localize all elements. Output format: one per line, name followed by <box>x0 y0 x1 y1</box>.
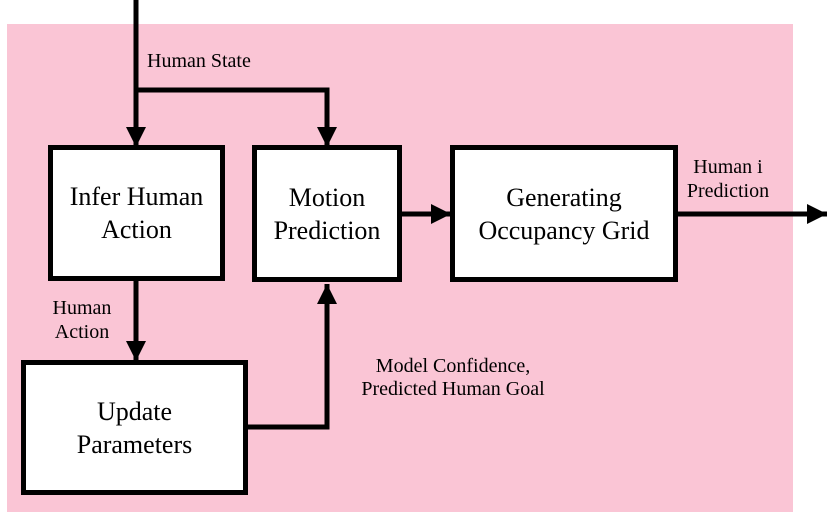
model-confidence-label: Model Confidence, Predicted Human Goal <box>361 355 545 400</box>
human-state-label: Human State <box>147 50 251 72</box>
generating-occupancy-grid-box: Generating Occupancy Grid <box>450 145 678 282</box>
human-i-prediction-label: Human i Prediction <box>686 156 770 202</box>
human-action-label: Human Action <box>52 297 112 343</box>
update-parameters-box: Update Parameters <box>21 360 248 495</box>
arrow-human-state-to-motion <box>133 87 337 147</box>
arrow-update-to-motion <box>248 284 337 430</box>
infer-human-action-box: Infer Human Action <box>48 145 225 281</box>
motion-prediction-box: Motion Prediction <box>252 145 402 282</box>
